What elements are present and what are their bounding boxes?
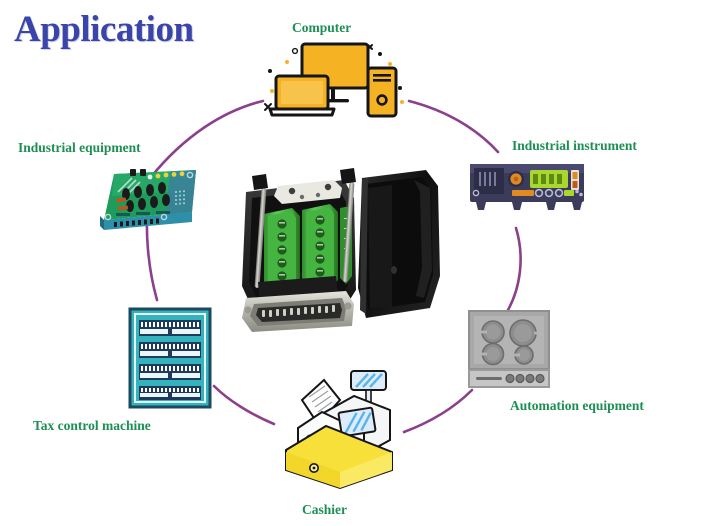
label-computer: Computer bbox=[292, 20, 352, 35]
laptop-icon bbox=[268, 74, 336, 117]
label-cashier: Cashier bbox=[302, 502, 347, 517]
product-top-bracket bbox=[274, 180, 342, 204]
label-industrial-instrument: Industrial instrument bbox=[512, 138, 637, 153]
computer-icon bbox=[262, 42, 407, 124]
tax-rows bbox=[139, 320, 201, 400]
customer-display bbox=[350, 370, 387, 403]
cash-register-icon bbox=[278, 366, 398, 490]
arc-industrial-to-computer bbox=[149, 99, 265, 179]
page-title: Application bbox=[14, 9, 194, 50]
arc-computer-to-instrument bbox=[407, 99, 500, 154]
terminal-blocks bbox=[264, 204, 352, 292]
jackscrew-rods bbox=[252, 168, 356, 288]
arc-instrument-to-automation bbox=[506, 226, 522, 312]
sparkle-decorations-amber bbox=[270, 60, 404, 104]
arc-automation-to-cashier bbox=[402, 388, 474, 434]
automation-equipment-icon bbox=[468, 310, 550, 388]
label-tax-control-machine: Tax control machine bbox=[33, 418, 151, 433]
label-automation-equipment: Automation equipment bbox=[510, 398, 644, 413]
center-product-image bbox=[216, 158, 454, 336]
product-cover-shell bbox=[358, 170, 440, 318]
pcb-board-icon bbox=[92, 168, 202, 242]
tower-pc-icon bbox=[366, 66, 398, 118]
cash-drawer bbox=[285, 424, 393, 490]
tax-control-machine-icon bbox=[128, 307, 212, 409]
db25-connector bbox=[242, 291, 354, 332]
receipt-paper bbox=[300, 378, 342, 426]
industrial-instrument-icon bbox=[468, 160, 586, 220]
arc-cashier-to-tax bbox=[212, 384, 276, 426]
label-industrial-equipment: Industrial equipment bbox=[18, 140, 141, 155]
